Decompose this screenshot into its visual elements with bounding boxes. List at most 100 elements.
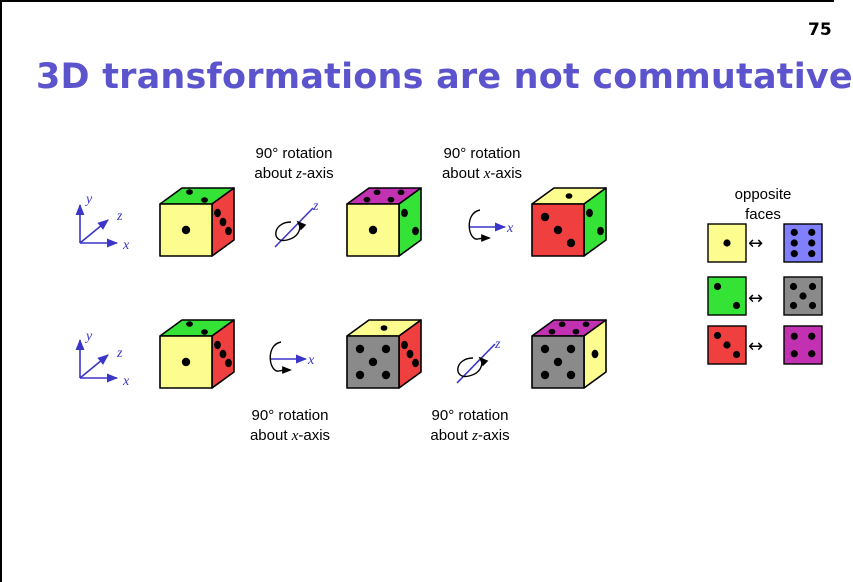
pip — [808, 350, 816, 358]
side-face — [583, 319, 607, 389]
die-bottom-initial — [159, 319, 235, 389]
pip — [397, 189, 405, 196]
pip — [566, 370, 576, 380]
x-rotation-icon-top: x — [468, 209, 514, 242]
pip — [808, 282, 817, 291]
pip — [181, 357, 191, 367]
die-bottom-after-x-rotation — [346, 319, 422, 389]
caption-top-z-rotation: 90° rotation about z-axis — [250, 144, 338, 184]
legend-arrow-1: ↔ — [748, 233, 763, 254]
pip — [412, 358, 419, 368]
die-top-after-x-rotation — [531, 187, 607, 257]
page-number: 75 — [808, 20, 832, 40]
legend-caption: opposite faces — [734, 186, 792, 223]
pip — [401, 340, 408, 350]
die-bottom-after-z-rotation — [531, 319, 607, 389]
pip — [186, 189, 193, 195]
caption-bottom-z-rotation: 90° rotation about z-axis — [426, 406, 514, 446]
pip — [723, 341, 731, 349]
pip — [186, 321, 193, 327]
pip — [799, 292, 807, 300]
pip — [566, 344, 576, 354]
legend-face-left — [707, 276, 747, 316]
legend-face-right — [783, 223, 823, 263]
x-axis-label: x — [506, 221, 514, 236]
pip — [790, 332, 798, 340]
caption-line2: about z-axis — [254, 165, 334, 182]
pip — [214, 208, 221, 218]
z-axis-label: z — [116, 209, 123, 224]
caption-line2: about z-axis — [430, 427, 510, 444]
pip — [808, 228, 816, 236]
caption-bottom-x-rotation: 90° rotation about x-axis — [246, 406, 334, 446]
pip — [790, 250, 798, 258]
pip — [381, 344, 391, 354]
front-face — [531, 335, 585, 389]
caption-line1: 90° rotation — [251, 407, 329, 424]
pip — [586, 208, 593, 218]
pip — [713, 331, 722, 340]
pip — [201, 329, 208, 335]
pip — [790, 350, 798, 358]
caption-line1: 90° rotation — [431, 407, 509, 424]
front-face — [531, 203, 585, 257]
legend-face-right — [783, 325, 823, 365]
axes-icon-top — [75, 203, 119, 248]
pip — [789, 301, 798, 310]
axes-icon-bottom — [75, 338, 119, 383]
pip — [553, 225, 563, 235]
pip — [387, 196, 395, 203]
pip — [380, 325, 388, 331]
front-face — [346, 335, 400, 389]
pip — [225, 226, 232, 236]
legend-face-left — [707, 325, 747, 365]
caption-line2: about x-axis — [249, 427, 331, 444]
diagram-canvas: y z x y z x z x x z ↔ ↔ ↔ — [75, 187, 823, 389]
pip — [565, 193, 573, 199]
pip — [732, 350, 741, 359]
pip — [401, 208, 408, 218]
pip — [406, 349, 414, 359]
pip — [790, 239, 798, 247]
top-face — [531, 319, 607, 337]
legend-face-right — [783, 276, 823, 316]
z-axis-label: z — [312, 199, 319, 214]
x-axis-label: x — [122, 374, 130, 389]
die-top-after-z-rotation — [346, 187, 422, 257]
pip — [808, 250, 816, 258]
legend-arrow-2: ↔ — [748, 288, 763, 309]
pip — [540, 344, 550, 354]
pip — [591, 349, 599, 359]
pip — [219, 217, 227, 227]
die-top-initial — [159, 187, 235, 257]
pip — [548, 328, 556, 335]
pip — [355, 344, 365, 354]
front-face — [346, 203, 400, 257]
y-axis-label: y — [84, 192, 93, 207]
pip — [558, 321, 566, 328]
pip — [363, 196, 371, 203]
pip — [789, 282, 798, 291]
legend-face-left — [707, 223, 747, 263]
pip — [582, 321, 590, 328]
pip — [368, 225, 378, 235]
pip — [412, 226, 419, 236]
x-axis-label: x — [122, 238, 130, 253]
pip — [368, 357, 378, 367]
slide-title: 3D transformations are not commutative — [36, 57, 853, 97]
pip — [381, 370, 391, 380]
pip — [201, 197, 208, 203]
front-face — [159, 203, 213, 257]
pip — [553, 357, 563, 367]
pip — [355, 370, 365, 380]
z-rotation-icon-bottom: z — [456, 337, 501, 384]
pip — [181, 225, 191, 235]
legend-arrow-3: ↔ — [748, 336, 763, 357]
front-face — [159, 335, 213, 389]
pip — [540, 212, 550, 222]
pip — [597, 226, 604, 236]
pip — [723, 239, 731, 247]
caption-line1: 90° rotation — [443, 145, 521, 162]
pip — [808, 239, 816, 247]
pip — [373, 189, 381, 196]
